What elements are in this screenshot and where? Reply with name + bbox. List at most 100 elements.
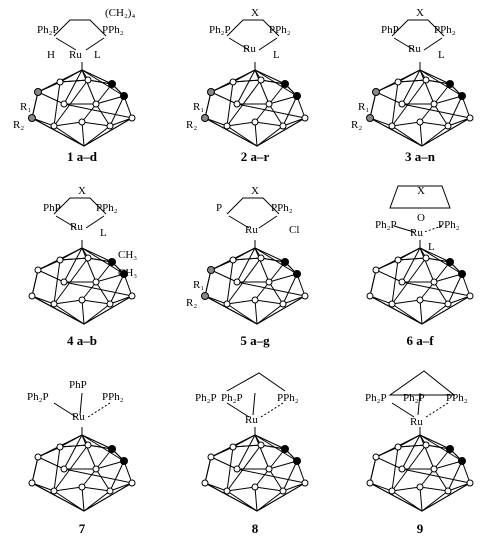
cage-edge (236, 103, 306, 119)
p-ru-bond (425, 402, 449, 418)
cage-edge (256, 117, 306, 147)
p-ru-bond (391, 402, 415, 418)
cage-edge (401, 468, 471, 484)
boron-vertex (257, 441, 265, 449)
boron-vertex (430, 100, 438, 108)
boron-vertex (84, 76, 92, 84)
boron-vertex (257, 76, 265, 84)
cage-edge (81, 434, 113, 450)
cage-edge (53, 490, 85, 512)
cage-edge (397, 247, 421, 261)
cage-edge (63, 468, 133, 484)
boron-vertex (366, 479, 374, 487)
atom-label: X (251, 7, 259, 19)
cage-edge (419, 486, 423, 512)
cage-edge (31, 269, 39, 297)
cage-edge (81, 247, 97, 283)
cage-edge (236, 247, 256, 283)
cage-edge (226, 490, 258, 512)
cage-edge (226, 125, 258, 147)
complex-caption: 8 (252, 521, 259, 536)
cage-edge (109, 482, 133, 492)
cage-edge (59, 247, 83, 261)
cage-edge (81, 121, 85, 147)
cage-outline (31, 79, 133, 147)
p-ru-bond (423, 37, 443, 51)
cage-outline (369, 79, 471, 147)
p-ru-bond (87, 402, 111, 418)
cage-edge (81, 69, 113, 85)
cage-edge (81, 434, 97, 470)
atom-label: PPh₂ (438, 219, 460, 231)
boron-vertex (207, 453, 215, 461)
cage-edge (83, 303, 111, 325)
cage-edge (391, 446, 399, 492)
cage-edge (81, 247, 113, 263)
cage-edge (447, 460, 463, 492)
p-ru-bond (226, 402, 250, 418)
cage-edge (37, 91, 65, 105)
carbon-vertex (446, 80, 454, 88)
carbon-vertex (281, 80, 289, 88)
complex-caption: 3 a–n (405, 149, 436, 164)
atom-label: Ru (410, 416, 423, 428)
cage-edge (204, 456, 212, 484)
cage-edge (268, 95, 298, 105)
complex-caption: 4 a–b (67, 333, 97, 348)
cage-edge (391, 125, 423, 147)
cage-edge (425, 444, 451, 450)
boron-vertex (128, 292, 136, 300)
cage-edge (53, 446, 61, 492)
boron-vertex (416, 118, 424, 126)
cage-edge (109, 295, 133, 305)
carbon-vertex (446, 258, 454, 266)
cage-edge (53, 257, 89, 305)
boron-vertex (106, 300, 114, 308)
boron-vertex (398, 100, 406, 108)
atom-label: L (273, 49, 280, 61)
cage-edge (419, 434, 435, 470)
cage-edge (447, 482, 471, 492)
atom-label: Ph₂P (37, 24, 59, 36)
p-ru-bond (393, 37, 415, 51)
cage-edge (268, 460, 298, 470)
p-ru-bond (260, 402, 284, 418)
atom-label: PPh₂ (277, 392, 299, 404)
boron-vertex (92, 100, 100, 108)
cage-edge (433, 281, 449, 305)
atom-label: Ph₂P (27, 391, 49, 403)
cage-edge (391, 259, 399, 305)
chelate-backbone (226, 19, 280, 37)
carbon-vertex (458, 270, 466, 278)
cage-edge (59, 434, 83, 448)
cage-edge (236, 281, 306, 297)
atom-label: Ru (72, 411, 85, 423)
cage-edge (421, 303, 449, 325)
cage-edge (260, 79, 286, 85)
cage-edge (254, 121, 258, 147)
chelate-backbone (226, 197, 280, 215)
boron-vertex (251, 296, 259, 304)
p-ru-bond (85, 37, 105, 51)
cage-edge (421, 125, 449, 147)
cage-edge (268, 273, 298, 283)
cage-edge (210, 456, 238, 470)
cage-edge (210, 259, 234, 271)
cage-edge (95, 281, 111, 305)
atom-label: R₁ (20, 101, 31, 113)
cage-edge (419, 121, 423, 147)
cage-edge (87, 444, 113, 450)
cage-edge (369, 269, 377, 297)
atom-label: Ru (70, 221, 83, 233)
boron-vertex (388, 122, 396, 130)
cage-edge (397, 79, 427, 83)
cage-edge (81, 299, 85, 325)
cage-edge (282, 482, 306, 492)
carbon-vertex (120, 92, 128, 100)
complex-caption: 6 a–f (406, 333, 434, 348)
cage-edge (397, 444, 427, 448)
r-substituted-vertex (207, 88, 215, 96)
boron-vertex (60, 465, 68, 473)
carbon-vertex (281, 445, 289, 453)
